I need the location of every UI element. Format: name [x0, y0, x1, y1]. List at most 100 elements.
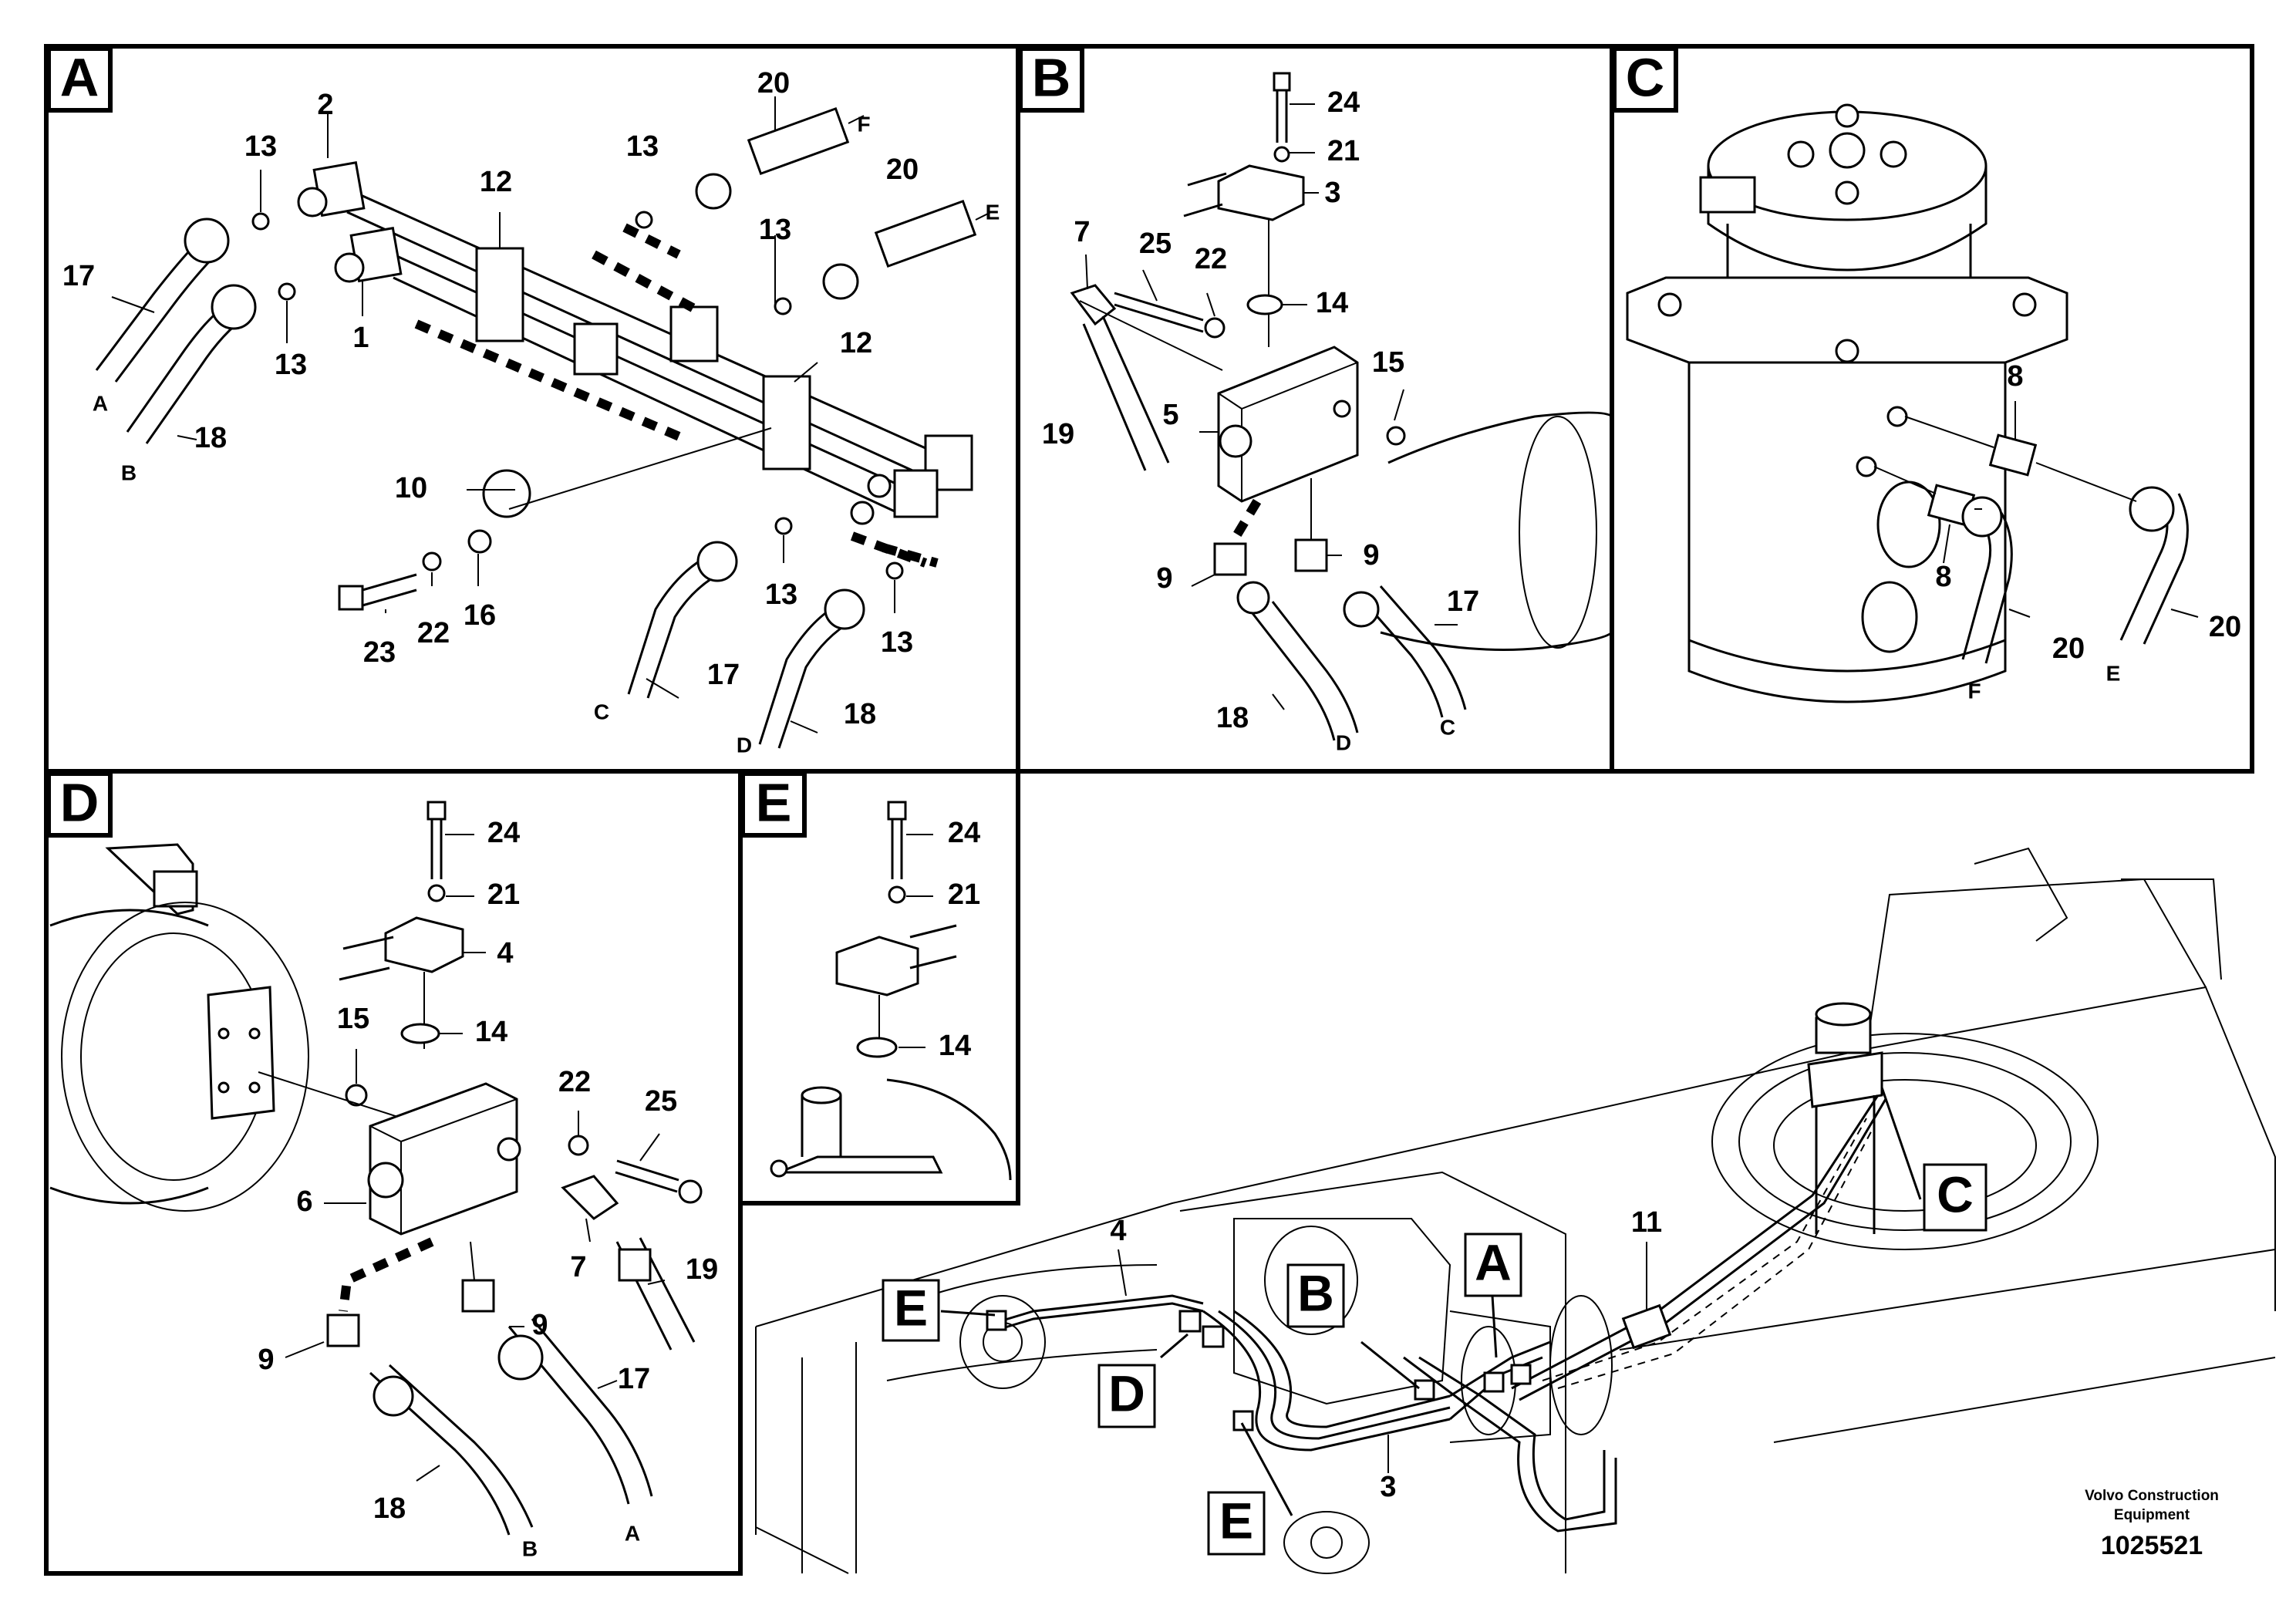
- label-part: 25: [1139, 228, 1172, 260]
- callout-a: A: [1475, 1233, 1512, 1290]
- label-part: 13: [244, 130, 277, 163]
- label-part: 13: [765, 578, 797, 611]
- label-part: 14: [475, 1016, 507, 1048]
- label-part: 24: [1327, 86, 1360, 119]
- label-part: 17: [1447, 585, 1479, 618]
- label-part: 6: [296, 1185, 312, 1218]
- label-part: 5: [1162, 399, 1178, 431]
- callout-c: C: [1937, 1165, 1974, 1222]
- label-part: 3: [1380, 1471, 1396, 1503]
- label-part: 20: [886, 153, 919, 186]
- label-part: 3: [1324, 177, 1340, 209]
- label-part: 18: [194, 422, 227, 454]
- overview-labels: 4 11 3: [1110, 1206, 1662, 1503]
- panel-e-drawing: [770, 801, 1012, 1181]
- panel-a-drawing: [95, 96, 992, 749]
- label-part: 9: [531, 1309, 548, 1341]
- label-part: 20: [2052, 632, 2085, 665]
- label-part: 18: [373, 1492, 406, 1525]
- label-part: 24: [487, 817, 520, 849]
- label-part: 7: [1074, 216, 1090, 248]
- maker-name-line2: Equipment: [2114, 1507, 2190, 1523]
- label-part: 7: [570, 1251, 586, 1283]
- label-port: A: [93, 391, 108, 415]
- panel-c-drawing: [1626, 103, 2199, 703]
- panel-d-drawing: [49, 801, 703, 1536]
- label-part: 8: [1935, 561, 1951, 593]
- callout-e-upper: E: [894, 1279, 928, 1336]
- panel-label-c: C: [1626, 47, 1665, 107]
- label-part: 9: [1156, 562, 1172, 595]
- label-port: B: [121, 460, 137, 484]
- label-part: 1: [352, 322, 369, 354]
- panel-b-labels: 24 21 3 7 25 22 14 15 5 19 9 9 17 18 D C: [1042, 86, 1479, 754]
- panel-letter-boxes: A B C D E: [46, 46, 1678, 838]
- label-part: 17: [62, 260, 95, 292]
- label-part: 8: [2007, 360, 2023, 393]
- label-part: 19: [686, 1253, 718, 1286]
- label-port: A: [625, 1521, 640, 1545]
- label-part: 21: [487, 878, 520, 911]
- label-part: 13: [626, 130, 659, 163]
- label-part: 17: [707, 659, 740, 691]
- label-part: 15: [1372, 346, 1404, 379]
- label-port: C: [1440, 715, 1455, 739]
- label-part: 13: [881, 626, 913, 659]
- footer: Volvo Construction Equipment 1025521: [2085, 1488, 2219, 1560]
- panel-e-labels: 24 21 14: [939, 817, 980, 1062]
- label-port: E: [2106, 661, 2121, 685]
- label-part: 18: [844, 698, 876, 730]
- label-part: 15: [337, 1003, 369, 1035]
- label-part: 18: [1216, 702, 1249, 734]
- label-part: 16: [464, 599, 496, 632]
- label-part: 21: [1327, 135, 1360, 167]
- label-part: 9: [1363, 539, 1379, 572]
- document-number: 1025521: [2101, 1531, 2203, 1560]
- label-part: 4: [1110, 1215, 1126, 1247]
- label-part: 19: [1042, 418, 1074, 450]
- label-part: 20: [2209, 611, 2241, 643]
- panel-label-a: A: [60, 47, 99, 107]
- panel-a-labels: 2 13 20 13 20 17 13 1 12 13 12 18 10 23 …: [62, 67, 1000, 757]
- label-port: D: [737, 733, 752, 757]
- panel-label-e: E: [756, 772, 792, 832]
- panel-d-labels: 24 21 4 14 15 22 25 6 7 19 9 9 17 18 B A: [258, 817, 718, 1560]
- label-part: 21: [948, 878, 980, 911]
- panel-frames: [44, 44, 2254, 1576]
- label-part: 17: [618, 1363, 650, 1395]
- label-port: F: [1967, 679, 1981, 703]
- label-part: 14: [1316, 287, 1348, 319]
- panel-b-drawing: [1070, 72, 1613, 741]
- label-part: 14: [939, 1030, 971, 1062]
- label-part: 22: [417, 617, 450, 649]
- overview-drawing: [755, 847, 2276, 1574]
- panel-label-b: B: [1032, 47, 1071, 107]
- label-port: E: [986, 200, 1000, 224]
- label-part: 22: [1195, 243, 1227, 275]
- label-part: 9: [258, 1344, 274, 1376]
- label-part: 22: [558, 1066, 591, 1098]
- maker-name: Volvo Construction: [2085, 1488, 2219, 1504]
- label-part: 13: [275, 349, 307, 381]
- label-part: 12: [840, 327, 872, 359]
- label-part: 2: [317, 89, 333, 121]
- label-port: B: [522, 1536, 538, 1560]
- label-port: F: [857, 112, 870, 136]
- panel-a-frame: [44, 44, 1020, 774]
- overview-callouts: E D B A C E: [882, 1163, 1988, 1556]
- label-part: 24: [948, 817, 980, 849]
- label-part: 23: [363, 636, 396, 669]
- panel-label-d: D: [60, 772, 99, 832]
- label-port: D: [1336, 730, 1351, 754]
- label-part: 13: [759, 214, 791, 246]
- callout-e-lower: E: [1219, 1492, 1253, 1549]
- panel-c-labels: 8 8 20 20 F E: [1935, 360, 2241, 703]
- label-part: 20: [757, 67, 790, 99]
- label-part: 25: [645, 1085, 677, 1118]
- label-part: 12: [480, 166, 512, 198]
- callout-d: D: [1108, 1364, 1145, 1421]
- callout-b: B: [1297, 1264, 1334, 1321]
- label-part: 10: [395, 472, 427, 504]
- label-part: 11: [1631, 1206, 1662, 1239]
